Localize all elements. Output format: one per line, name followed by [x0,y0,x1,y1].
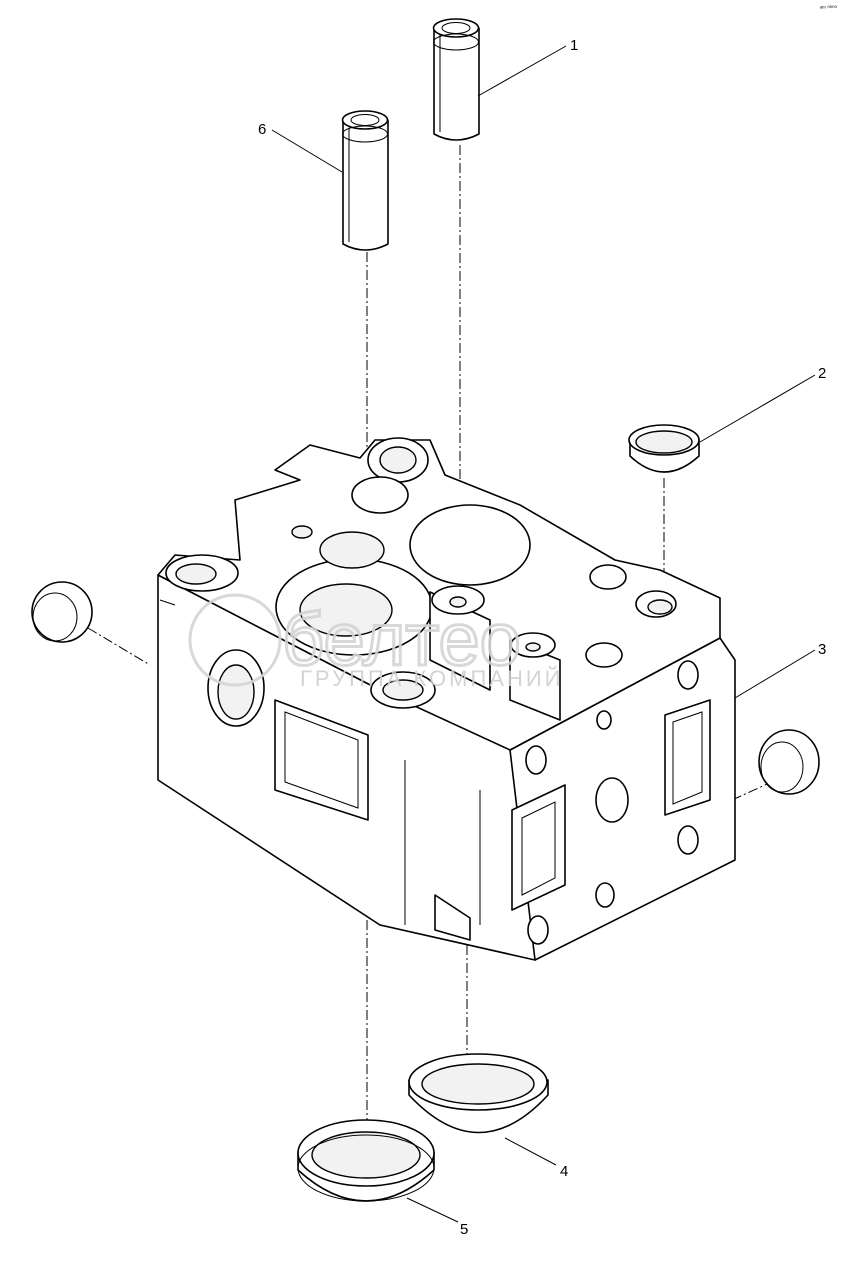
plug-left [31,581,93,643]
callout-label-1: 1 [570,37,578,54]
sleeve-part-1 [432,18,480,141]
callout-label-2: 2 [818,365,826,382]
callout-label-5: 5 [460,1221,468,1238]
plug-part-2 [628,424,700,473]
callout-label-6: 6 [258,121,266,138]
cylinder-head-part-3 [157,437,736,961]
callout-label-4: 4 [560,1163,568,1180]
seat-ring-part-4 [408,1053,549,1134]
leader-lines [271,45,816,1223]
watermark: белтео ГРУППА КОМПАНИЙ [188,593,564,691]
sleeve-part-6 [341,110,389,251]
watermark-brand: белтео [282,598,521,681]
watermark-subtitle: ГРУППА КОМПАНИЙ [300,666,564,691]
seat-ring-part-5 [297,1119,435,1202]
callout-labels: 1 2 3 4 5 6 [258,37,826,1238]
corner-mark: ᵃᵐ ⁰⁰⁰⁰ [820,5,838,12]
plug-right [758,729,820,795]
callout-label-3: 3 [818,641,826,658]
